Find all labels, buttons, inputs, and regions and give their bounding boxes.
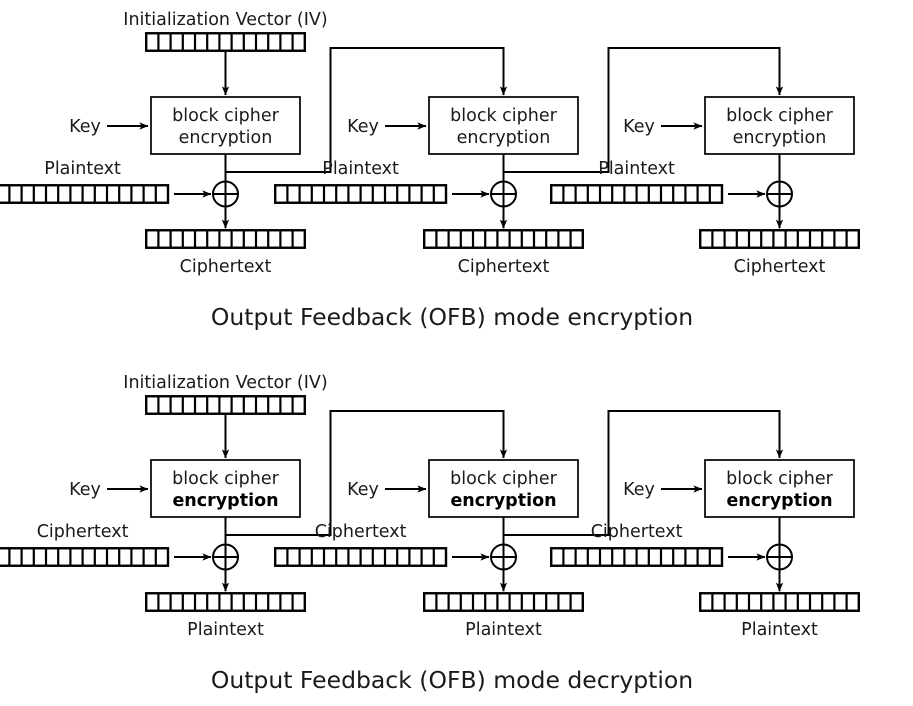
output-label-1: Ciphertext — [180, 257, 272, 277]
input-label-2: Ciphertext — [315, 522, 407, 542]
output-label-2: Ciphertext — [458, 257, 550, 277]
input-bit-bar-3 — [550, 547, 724, 567]
block-cipher-box-2 — [428, 96, 579, 155]
output-bit-bar-2 — [423, 592, 585, 612]
diagram-ofb-decryption: Initialization Vector (IV)block cipheren… — [0, 373, 861, 694]
output-bit-bar-2 — [423, 229, 585, 249]
block-cipher-line1-3: block cipher — [726, 469, 833, 489]
block-cipher-line2-2: encryption — [457, 128, 551, 148]
input-label-3: Ciphertext — [591, 522, 683, 542]
output-bit-bar-3-outline — [699, 592, 861, 612]
output-bit-bar-1 — [144, 592, 307, 612]
input-bit-bar-1 — [0, 547, 170, 567]
block-cipher-line2-1: encryption — [179, 128, 273, 148]
input-label-1: Ciphertext — [37, 522, 129, 542]
input-label-2: Plaintext — [322, 159, 399, 179]
input-label-1: Plaintext — [44, 159, 121, 179]
iv-bit-bar — [144, 395, 307, 415]
output-bit-bar-3 — [699, 592, 861, 612]
output-bit-bar-2-outline — [423, 229, 585, 249]
input-bit-bar-1 — [0, 184, 170, 204]
output-label-3: Ciphertext — [734, 257, 826, 277]
input-label-3: Plaintext — [598, 159, 675, 179]
input-bit-bar-2 — [274, 184, 448, 204]
output-label-3: Plaintext — [741, 620, 818, 640]
output-label-2: Plaintext — [465, 620, 542, 640]
key-label-1: Key — [69, 480, 101, 500]
output-bit-bar-3 — [699, 229, 861, 249]
output-label-1: Plaintext — [187, 620, 264, 640]
block-cipher-line2-3: encryption — [733, 128, 827, 148]
feedback-wire-2 — [503, 47, 784, 173]
block-cipher-line2-1: encryption — [172, 491, 278, 511]
xor-icon-3 — [766, 543, 793, 571]
block-cipher-line1-1: block cipher — [172, 106, 279, 126]
input-bit-bar-3 — [550, 184, 724, 204]
feedback-wire-1 — [225, 410, 508, 536]
block-cipher-line1-1: block cipher — [172, 469, 279, 489]
output-bit-bar-2-outline — [423, 592, 585, 612]
block-cipher-line1-2: block cipher — [450, 106, 557, 126]
diagram-caption: Output Feedback (OFB) mode encryption — [211, 303, 693, 331]
key-label-2: Key — [347, 117, 379, 137]
feedback-wire-2 — [503, 410, 784, 536]
diagram-ofb-encryption: Initialization Vector (IV)block cipheren… — [0, 10, 861, 331]
iv-label: Initialization Vector (IV) — [123, 373, 327, 393]
output-bit-bar-3-outline — [699, 229, 861, 249]
block-cipher-box-3 — [704, 459, 855, 518]
xor-icon-3 — [766, 180, 793, 208]
iv-bit-bar — [144, 32, 307, 52]
xor-icon-1 — [212, 543, 239, 571]
block-cipher-box-3 — [704, 96, 855, 155]
xor-icon-2 — [490, 543, 517, 571]
diagram-caption: Output Feedback (OFB) mode decryption — [211, 666, 693, 694]
output-bit-bar-1-outline — [144, 229, 307, 249]
key-label-1: Key — [69, 117, 101, 137]
block-cipher-line1-3: block cipher — [726, 106, 833, 126]
block-cipher-line1-2: block cipher — [450, 469, 557, 489]
iv-label: Initialization Vector (IV) — [123, 10, 327, 30]
output-bit-bar-1 — [144, 229, 307, 249]
feedback-wire-1 — [225, 47, 508, 173]
block-cipher-line2-3: encryption — [726, 491, 832, 511]
block-cipher-line2-2: encryption — [450, 491, 556, 511]
input-bit-bar-2 — [274, 547, 448, 567]
xor-icon-2 — [490, 180, 517, 208]
output-bit-bar-1-outline — [144, 592, 307, 612]
xor-icon-1 — [212, 180, 239, 208]
key-label-2: Key — [347, 480, 379, 500]
key-label-3: Key — [623, 480, 655, 500]
block-cipher-box-2 — [428, 459, 579, 518]
key-label-3: Key — [623, 117, 655, 137]
